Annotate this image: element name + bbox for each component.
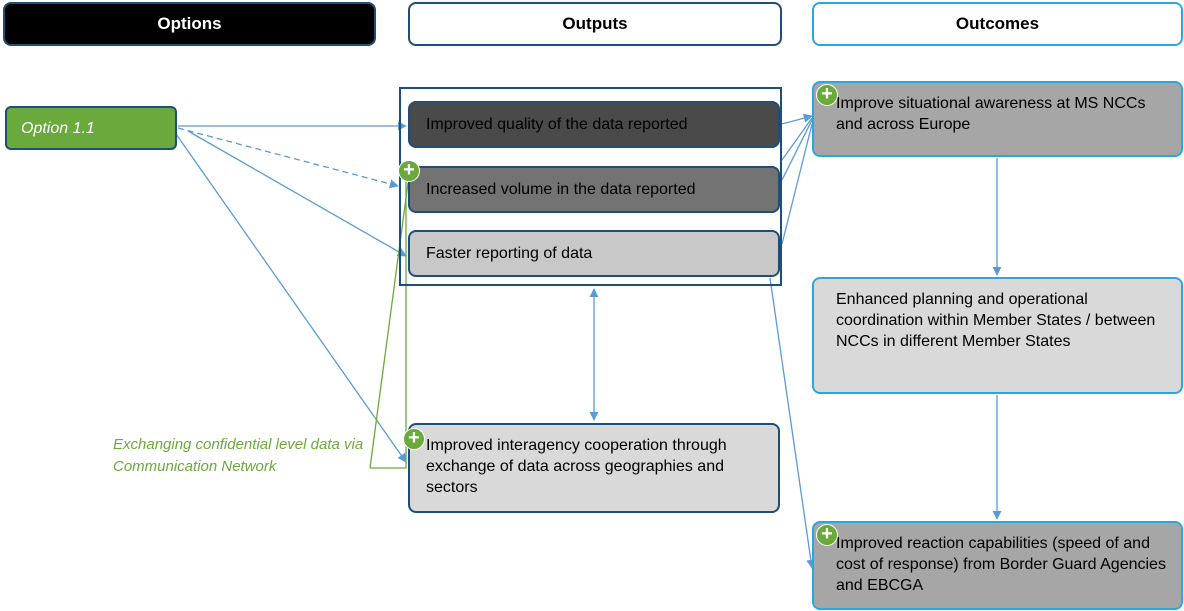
arrow-option-to-volume bbox=[177, 127, 399, 189]
header-options: Options bbox=[3, 2, 376, 46]
plus-icon: + bbox=[816, 84, 838, 106]
green-note: Exchanging confidential level data via C… bbox=[113, 436, 364, 475]
outcome-planning: Enhanced planning and operational coordi… bbox=[812, 277, 1183, 394]
outcome-reaction-label: Improved reaction capabilities (speed of… bbox=[836, 535, 1166, 594]
outcome-planning-label: Enhanced planning and operational coordi… bbox=[836, 291, 1156, 350]
output-quality: Improved quality of the data reported bbox=[408, 101, 780, 148]
arrow-group-to-reaction bbox=[769, 277, 816, 569]
arrow-faster-to-awareness bbox=[781, 123, 813, 245]
option-box: Option 1.1 bbox=[5, 106, 177, 150]
outcome-reaction: Improved reaction capabilities (speed of… bbox=[812, 521, 1183, 610]
outcome-awareness: Improve situational awareness at MS NCCs… bbox=[812, 81, 1183, 157]
output-cooperation: Improved interagency cooperation through… bbox=[408, 423, 780, 513]
arrow-option-to-cooperation bbox=[175, 133, 407, 463]
output-quality-label: Improved quality of the data reported bbox=[426, 116, 688, 133]
output-faster-label: Faster reporting of data bbox=[426, 245, 593, 262]
arrow-option-to-faster bbox=[187, 130, 407, 257]
note-connector-diag bbox=[369, 182, 409, 469]
arrow-group-to-awareness bbox=[781, 117, 813, 161]
header-outputs: Outputs bbox=[408, 2, 782, 46]
outcome-awareness-label: Improve situational awareness at MS NCCs… bbox=[836, 95, 1146, 133]
plus-icon: + bbox=[403, 428, 425, 450]
arrow-quality-to-awareness bbox=[781, 113, 813, 125]
output-faster: Faster reporting of data bbox=[408, 230, 780, 277]
arrow-volume-to-awareness bbox=[781, 119, 813, 181]
output-volume: Increased volume in the data reported bbox=[408, 166, 780, 213]
header-outcomes: Outcomes bbox=[812, 2, 1183, 46]
plus-icon: + bbox=[398, 160, 420, 182]
output-cooperation-label: Improved interagency cooperation through… bbox=[426, 437, 727, 496]
outputs-group-frame bbox=[399, 87, 782, 286]
note-connector bbox=[370, 163, 407, 469]
output-volume-label: Increased volume in the data reported bbox=[426, 181, 696, 198]
plus-icon: + bbox=[816, 524, 838, 546]
